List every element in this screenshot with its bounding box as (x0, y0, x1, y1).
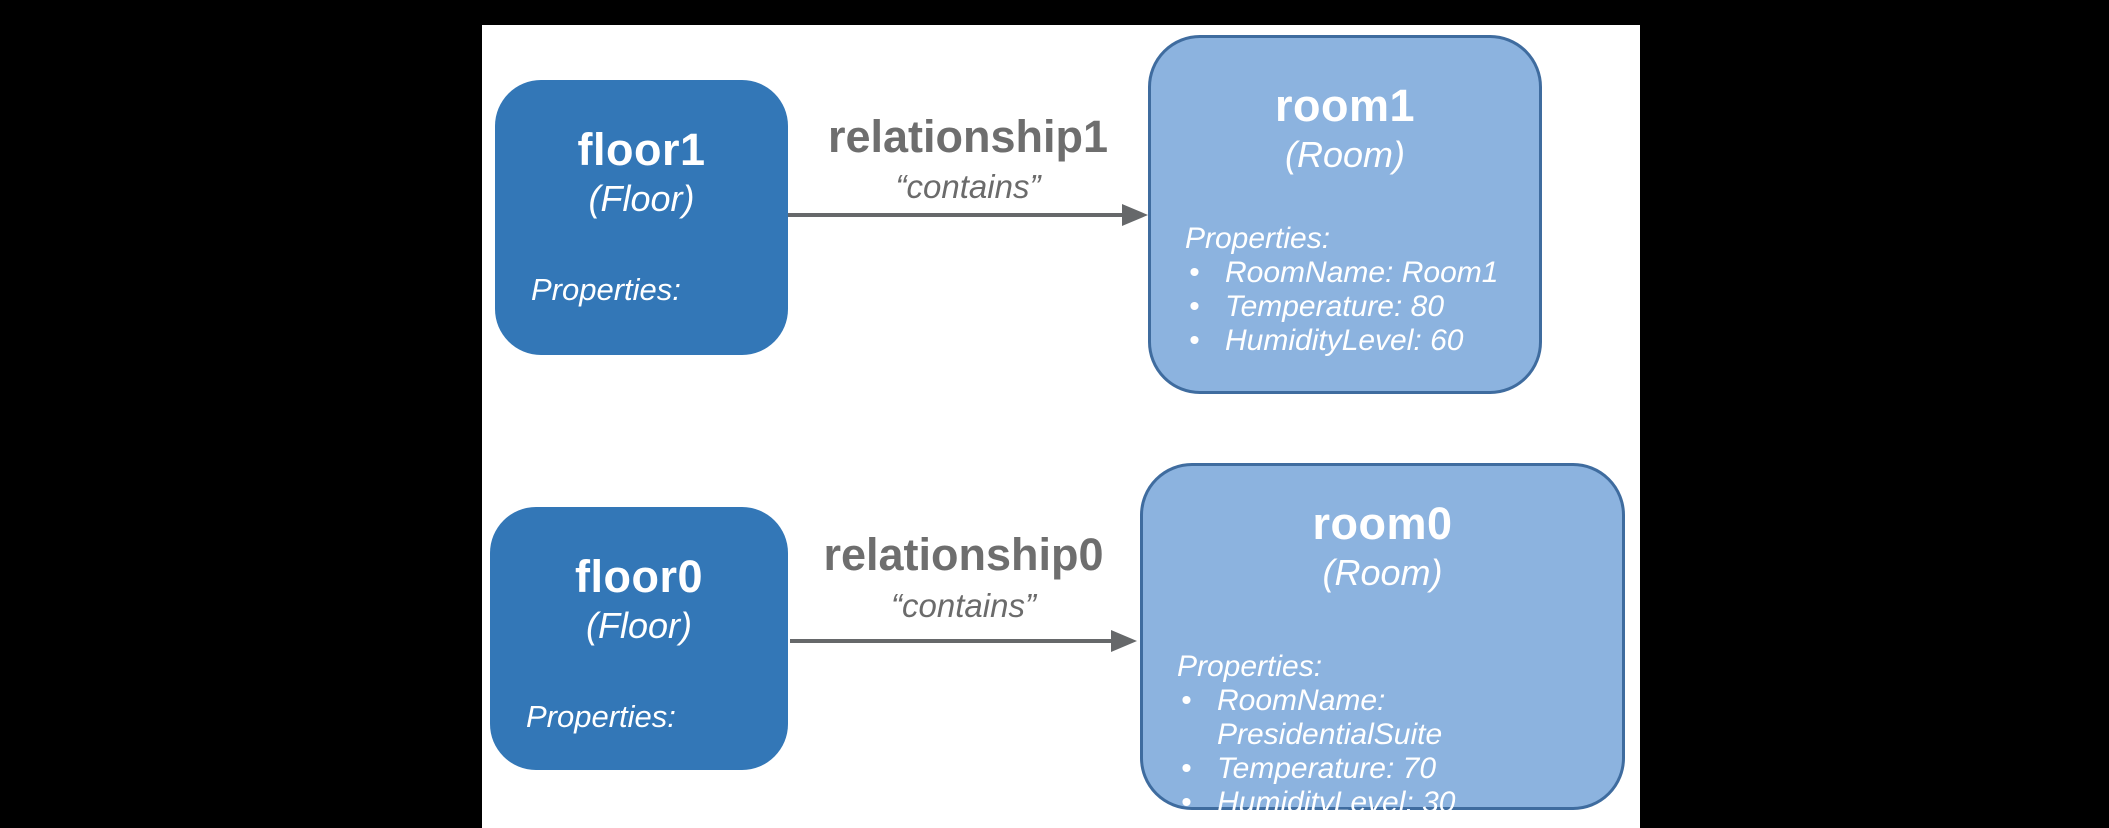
bullet-icon: • (1189, 290, 1200, 323)
properties-label: Properties: (526, 699, 676, 734)
properties-label: Properties: (531, 272, 681, 307)
properties-label: Properties: (1177, 650, 1323, 683)
relationship-label: relationship1 (827, 111, 1109, 162)
property-text: Temperature: 80 (1225, 290, 1445, 323)
node-type: (Room) (1284, 134, 1405, 175)
property-item: • RoomName: Room1 (1185, 256, 1519, 290)
property-item: • RoomName: PresidentialSuite (1177, 684, 1602, 752)
relationship-arrow (790, 630, 1137, 652)
arrow-head-icon (1122, 204, 1148, 226)
properties-list: Properties: • RoomName: PresidentialSuit… (1177, 650, 1602, 820)
node-title: room1 (1274, 80, 1416, 131)
properties-list: Properties: • RoomName: Room1 • Temperat… (1185, 222, 1519, 358)
property-item: • Temperature: 70 (1177, 752, 1602, 786)
relationship-tag: “contains” (895, 168, 1041, 205)
floor0-node: floor0 (Floor) Properties: (490, 507, 788, 770)
bullet-icon: • (1181, 684, 1192, 717)
property-text: HumidityLevel: 60 (1225, 324, 1464, 357)
arrow-line (788, 213, 1125, 217)
bullet-icon: • (1189, 256, 1200, 289)
node-title: floor0 (574, 551, 703, 602)
arrow-line (790, 639, 1114, 643)
property-item: • Temperature: 80 (1185, 290, 1519, 324)
room0-node: room0 (Room) Properties: • RoomName: Pre… (1140, 463, 1625, 819)
relationship-label: relationship0 (823, 529, 1104, 580)
node-type: (Floor) (586, 605, 692, 646)
property-item: • HumidityLevel: 30 (1177, 786, 1602, 820)
relationship-arrow (788, 204, 1148, 226)
diagram-panel: floor1 (Floor) Properties: relationship1… (482, 25, 1640, 828)
bullet-icon: • (1181, 752, 1192, 785)
relationship-tag: “contains” (891, 587, 1036, 624)
property-item: • HumidityLevel: 60 (1185, 324, 1519, 358)
node-type: (Room) (1322, 552, 1443, 593)
node-type: (Floor) (588, 178, 695, 219)
bullet-icon: • (1181, 786, 1192, 819)
property-text: Temperature: 70 (1217, 752, 1437, 785)
property-text: HumidityLevel: 30 (1217, 786, 1456, 819)
property-text: RoomName: PresidentialSuite (1217, 684, 1443, 751)
bullet-icon: • (1189, 324, 1200, 357)
arrow-head-icon (1111, 630, 1137, 652)
node-title: room0 (1312, 498, 1453, 549)
floor1-node: floor1 (Floor) Properties: (495, 80, 788, 355)
property-text: RoomName: Room1 (1225, 256, 1499, 289)
room1-node: room1 (Room) Properties: • RoomName: Roo… (1148, 35, 1542, 394)
properties-label: Properties: (1185, 222, 1331, 255)
node-title: floor1 (577, 124, 706, 175)
